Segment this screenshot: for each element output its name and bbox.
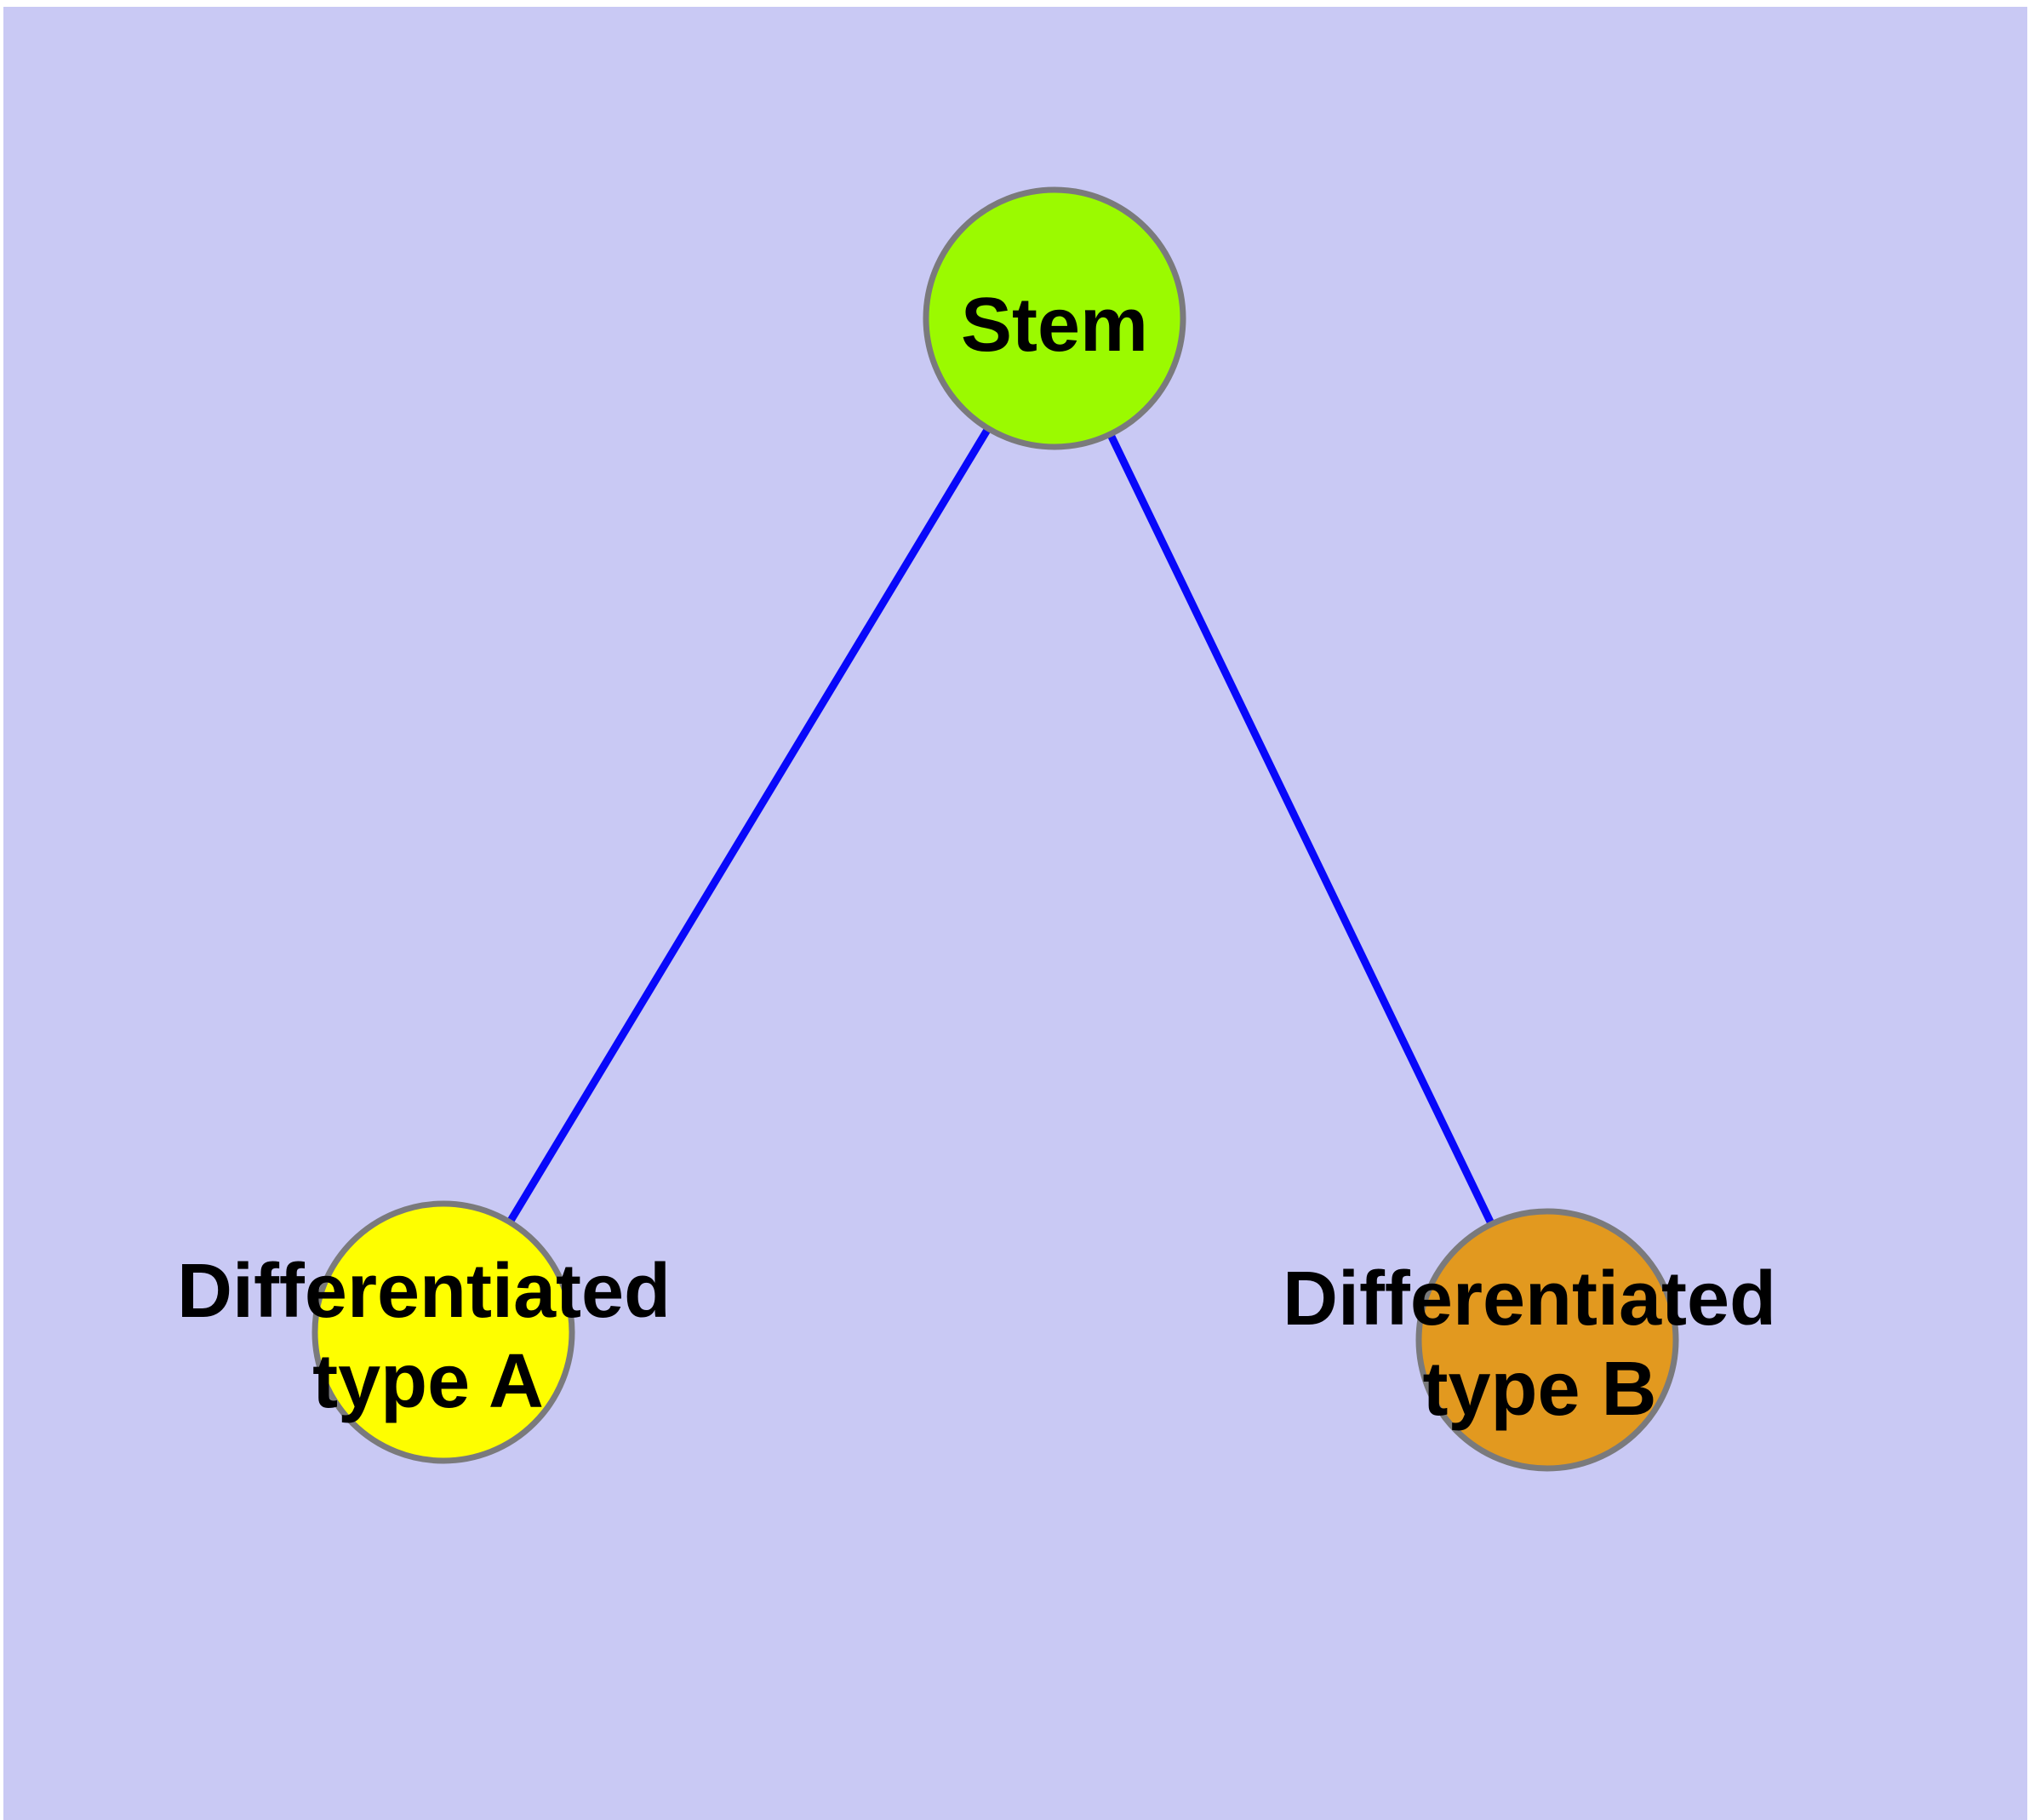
edge-stem-to-type-b [1050, 317, 1552, 1342]
differentiated-type-a-label-line2: type A [312, 1339, 544, 1424]
edge-stem-to-type-a [440, 316, 1058, 1335]
differentiated-type-b-node: Differentiated type B [1283, 1208, 1776, 1472]
differentiated-type-b-label-line2: type B [1422, 1347, 1656, 1432]
differentiated-type-a-node: Differentiated type A [177, 1200, 671, 1464]
differentiated-type-a-label-line1: Differentiated [177, 1249, 671, 1334]
differentiated-type-a-circle [311, 1200, 575, 1464]
differentiated-type-b-circle [1415, 1208, 1679, 1472]
differentiated-type-b-label-line1: Differentiated [1283, 1256, 1776, 1342]
stem-node-label: Stem [961, 283, 1148, 368]
stem-node-circle [923, 186, 1186, 450]
stem-node: Stem [923, 186, 1186, 450]
